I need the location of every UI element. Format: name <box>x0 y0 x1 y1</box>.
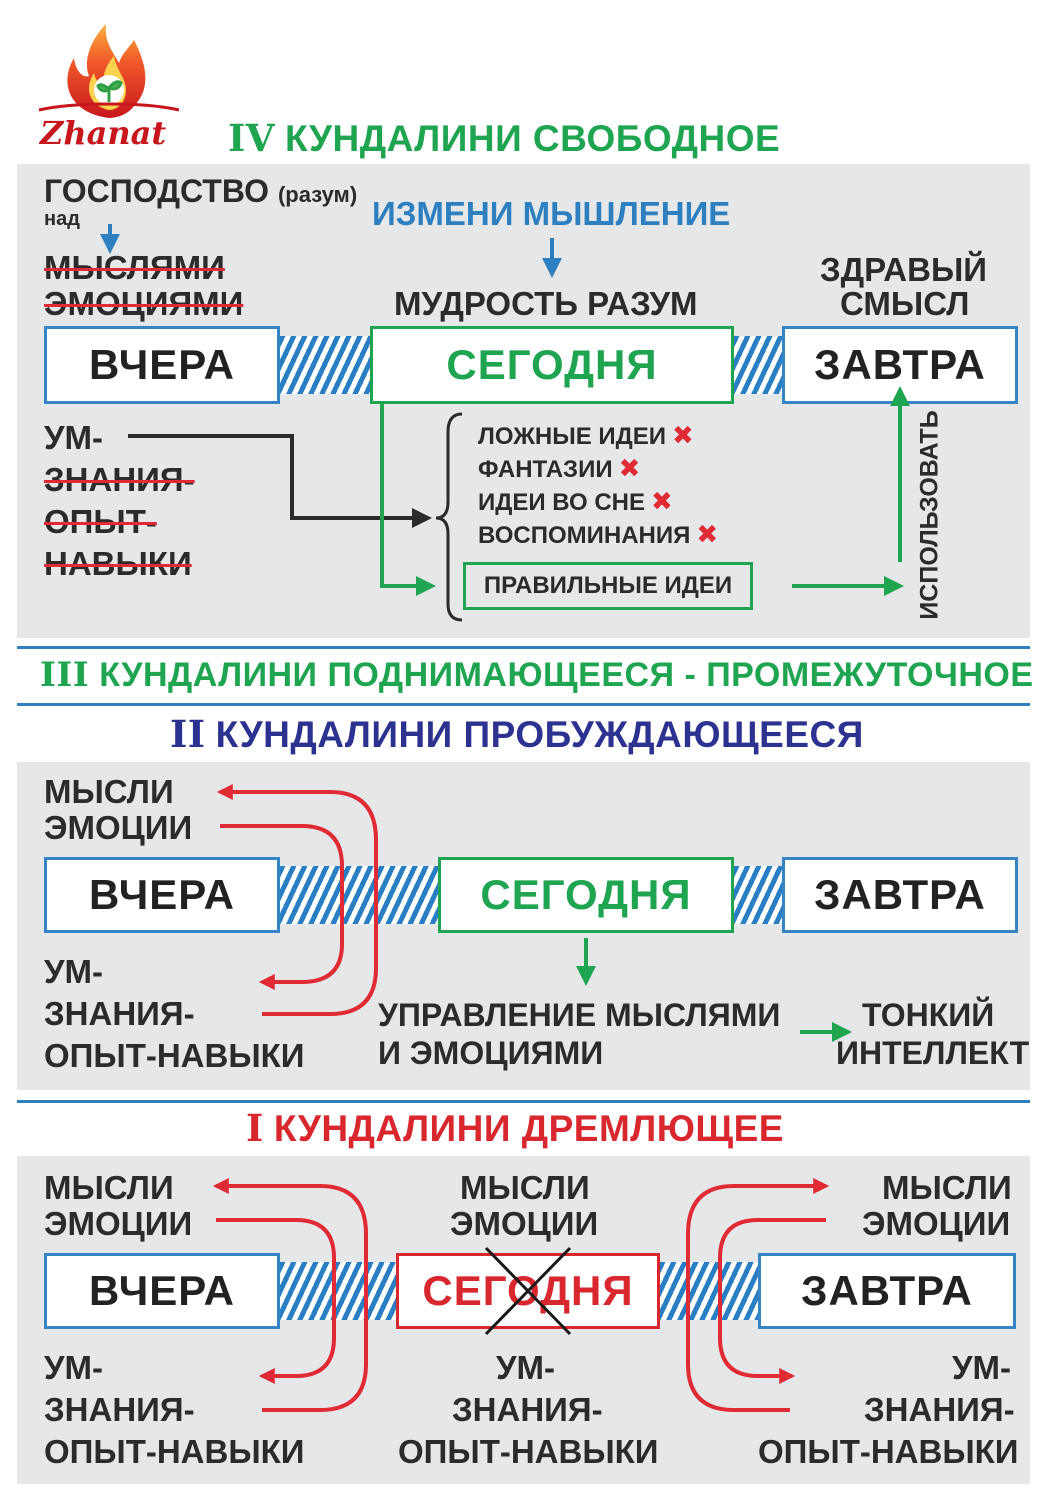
opyt-crossed: ОПЫТ- <box>44 503 157 540</box>
um-label-1-center: УМ- <box>496 1349 556 1386</box>
logo-text: Zhanat <box>40 114 167 152</box>
timeline-hatch-2b <box>734 866 782 924</box>
gospodstvo-label: ГОСПОДСТВО (разум) <box>44 173 358 210</box>
cross-icon: ✖ <box>618 453 641 483</box>
mysli-label-1-left: МЫСЛИ <box>44 1169 174 1206</box>
divider-1-top <box>17 1100 1030 1103</box>
znaniya-label-1-center: ЗНАНИЯ- <box>452 1391 603 1428</box>
opyt-navyki-label-2: ОПЫТ-НАВЫКИ <box>44 1037 305 1074</box>
idea-item: ИДЕИ ВО СНЕ✖ <box>478 486 673 516</box>
upravlenie-line-2: И ЭМОЦИЯМИ <box>378 1035 604 1071</box>
arrow-segodnya-to-correct <box>380 404 436 596</box>
mysli-label-1-right: МЫСЛИ <box>882 1169 1012 1206</box>
flame-logo-icon <box>38 24 180 118</box>
section-2-roman: II <box>170 712 206 756</box>
opyt-navyki-label-1-center: ОПЫТ-НАВЫКИ <box>398 1433 659 1470</box>
mudrost-label: МУДРОСТЬ РАЗУМ <box>394 285 698 322</box>
cross-out-icon <box>484 1246 572 1336</box>
um-label-1-right: УМ- <box>952 1349 1012 1386</box>
timeline-hatch-1b <box>660 1262 758 1320</box>
emocii-label-2: ЭМОЦИИ <box>44 809 193 846</box>
loop-arrow-red <box>718 1218 826 1384</box>
ideas-brace <box>435 412 463 622</box>
um-label-1-left: УМ- <box>44 1349 104 1386</box>
timeline-hatch-2a <box>280 866 438 924</box>
vchera-box-4: ВЧЕРА <box>44 326 280 404</box>
correct-ideas-label: ПРАВИЛЬНЫЕ ИДЕИ <box>483 572 733 599</box>
znaniya-label-1-right: ЗНАНИЯ- <box>864 1391 1015 1428</box>
logo: Zhanat <box>34 18 184 153</box>
navyki-crossed: НАВЫКИ <box>44 545 192 582</box>
znaniya-label-1-left: ЗНАНИЯ- <box>44 1391 195 1428</box>
section-2-title-text: КУНДАЛИНИ ПРОБУЖДАЮЩЕЕСЯ <box>215 714 864 755</box>
vchera-box-1: ВЧЕРА <box>44 1253 280 1329</box>
znaniya-crossed: ЗНАНИЯ- <box>44 461 195 498</box>
cross-icon: ✖ <box>672 420 694 450</box>
smysl-label: СМЫСЛ <box>840 285 970 322</box>
opyt-navyki-label-1-right: ОПЫТ-НАВЫКИ <box>758 1433 1019 1470</box>
timeline-hatch-1a <box>280 1262 396 1320</box>
cross-icon: ✖ <box>696 519 719 549</box>
mysli-label-1-center: МЫСЛИ <box>460 1169 590 1206</box>
loop-arrow-red <box>686 1178 830 1412</box>
zavtra-box-1: ЗАВТРА <box>758 1253 1016 1329</box>
divider-3-top <box>17 646 1030 649</box>
cross-icon: ✖ <box>651 486 673 516</box>
upravlenie-line-1: УПРАВЛЕНИЕ МЫСЛЯМИ <box>378 997 781 1033</box>
loop-arrow-red <box>216 1218 336 1384</box>
section-1-roman: I <box>246 1106 264 1150</box>
gospodstvo-text: ГОСПОДСТВО <box>44 173 270 209</box>
um-label-4: УМ- <box>44 419 104 456</box>
loop-arrow-red <box>220 824 344 990</box>
zdravy-label: ЗДРАВЫЙ <box>820 251 987 288</box>
um-label-2: УМ- <box>44 953 104 990</box>
idea-item: ФАНТАЗИИ✖ <box>478 453 641 483</box>
emocii-label-1-center: ЭМОЦИИ <box>450 1205 599 1242</box>
vchera-box-2: ВЧЕРА <box>44 857 280 933</box>
zavtra-box-2: ЗАВТРА <box>782 857 1018 933</box>
timeline-hatch-4b <box>734 336 782 394</box>
idea-item: ЛОЖНЫЕ ИДЕИ✖ <box>478 420 694 450</box>
segodnya-box-4: СЕГОДНЯ <box>370 326 734 404</box>
nad-label: над <box>44 208 80 230</box>
section-3-roman: III <box>40 655 90 695</box>
section-1-title-text: КУНДАЛИНИ ДРЕМЛЮЩЕЕ <box>273 1108 784 1149</box>
mysli-crossed: МЫСЛЯМИ <box>44 249 225 286</box>
tonky-label: ТОНКИЙ <box>862 997 995 1033</box>
idea-item: ВОСПОМИНАНИЯ✖ <box>478 519 719 549</box>
arrow-um-to-ideas <box>128 434 432 528</box>
loop-arrow-red <box>216 784 378 1016</box>
znaniya-label-2: ЗНАНИЯ- <box>44 995 195 1032</box>
mysli-label-2: МЫСЛИ <box>44 773 174 810</box>
intellekt-label: ИНТЕЛЛЕКТ <box>836 1035 1030 1071</box>
divider-3-bottom <box>17 703 1030 706</box>
section-4-roman: IV <box>228 116 276 160</box>
razum-text: (разум) <box>277 182 358 207</box>
opyt-navyki-label-1-left: ОПЫТ-НАВЫКИ <box>44 1433 305 1470</box>
emocii-crossed: ЭМОЦИЯМИ <box>44 285 244 322</box>
section-4-title-text: КУНДАЛИНИ СВОБОДНОЕ <box>285 118 781 159</box>
loop-arrow-red <box>212 1178 368 1412</box>
timeline-hatch-4a <box>280 336 370 394</box>
section-3-title-text: КУНДАЛИНИ ПОДНИМАЮЩЕЕСЯ - ПРОМЕЖУТОЧНОЕ <box>99 656 1034 694</box>
segodnya-box-2: СЕГОДНЯ <box>438 857 734 933</box>
correct-ideas-box: ПРАВИЛЬНЫЕ ИДЕИ <box>463 562 753 610</box>
emocii-label-1-left: ЭМОЦИИ <box>44 1205 193 1242</box>
emocii-label-1-right: ЭМОЦИИ <box>862 1205 1011 1242</box>
izmeni-label: ИЗМЕНИ МЫШЛЕНИЕ <box>372 195 731 232</box>
